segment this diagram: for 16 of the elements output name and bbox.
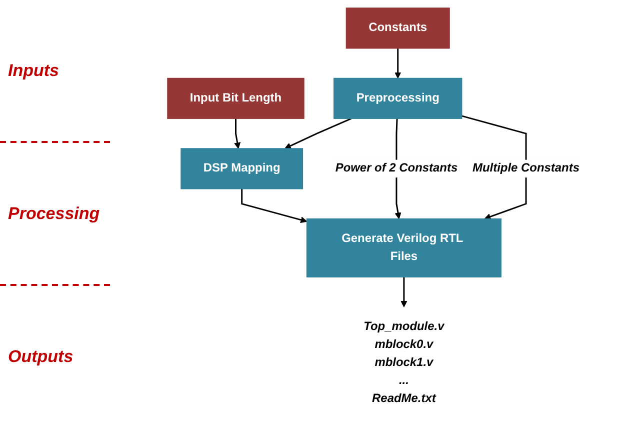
- node-box: Preprocessing: [334, 78, 462, 119]
- edge-label: Power of 2 Constants: [335, 162, 458, 175]
- arrow: [234, 118, 241, 149]
- section-label: Inputs: [7, 60, 59, 80]
- arrow: [400, 277, 408, 308]
- section-label: Outputs: [7, 346, 74, 366]
- node-box: Input Bit Length: [167, 78, 304, 119]
- node-box: Generate Verilog RTL Files: [306, 218, 502, 278]
- arrow: [462, 115, 527, 220]
- arrow: [241, 188, 308, 224]
- node-box: DSP Mapping: [180, 148, 304, 190]
- arrow: [284, 118, 352, 149]
- edge-label: Multiple Constants: [472, 162, 580, 175]
- section-label: Processing: [7, 204, 100, 224]
- arrow: [394, 48, 402, 79]
- node-box: Constants: [346, 8, 450, 49]
